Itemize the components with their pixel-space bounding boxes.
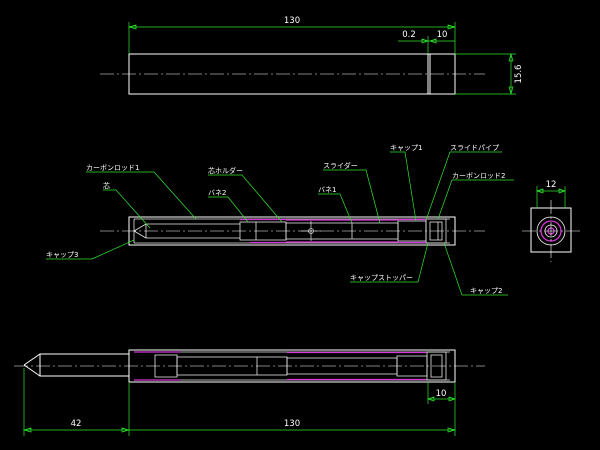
svg-text:バネ1: バネ1 [318,186,336,194]
bottom-view: 10 42 130 [14,349,485,436]
top-end-length-label: 10 [437,30,448,40]
svg-text:スライドパイプ: スライドパイプ [450,144,499,152]
label-cap-3: キャップ3 [46,239,135,260]
label-slide-pipe: スライドパイプ [425,144,502,221]
top-end-dimensions: 0.2 10 [398,30,455,54]
top-view: 130 0.2 10 15.6 [100,16,524,96]
bottom-end-dimension: 10 [426,382,457,404]
label-cap-1: キャップ1 [390,144,422,222]
svg-text:芯: 芯 [103,181,110,190]
label-spring-1: バネ1 [318,186,353,224]
svg-text:キャップ2: キャップ2 [470,287,502,295]
top-length-dimension: 130 [127,16,457,54]
end-view-diameter-dimension: 12 [535,180,567,208]
svg-text:バネ2: バネ2 [208,189,226,197]
top-diameter-dimension: 15.6 [455,52,524,96]
svg-text:スライダー: スライダー [323,161,358,170]
label-carbon-rod-1: カーボンロッド1 [86,164,197,220]
svg-text:カーボンロッド2: カーボンロッド2 [452,172,505,180]
label-spring-2: バネ2 [208,189,249,223]
bottom-length-label: 130 [284,419,300,429]
bottom-length-dimension: 130 [129,404,457,436]
svg-text:キャップ3: キャップ3 [46,251,78,259]
end-view: 12 [522,180,580,262]
bottom-view-lead-tip [23,353,129,377]
top-length-label: 130 [284,16,300,26]
label-lead-holder: 芯ホルダー [208,166,283,223]
svg-text:芯ホルダー: 芯ホルダー [208,166,243,175]
section-view [100,216,485,246]
svg-text:キャップ1: キャップ1 [390,144,422,152]
label-cap-stopper: キャップストッパー [350,242,429,283]
part-labels: カーボンロッド1 芯 芯ホルダー バネ2 バネ1 スライダー キャップ1 スラ [46,144,514,296]
end-view-diameter-label: 12 [546,180,557,190]
crosshair-icon [301,221,321,241]
label-lead: 芯 [103,181,151,229]
bottom-tip-length-label: 42 [71,419,82,429]
label-cap-2: キャップ2 [443,242,508,296]
label-carbon-rod-2: カーボンロッド2 [437,172,514,220]
label-slider: スライダー [323,161,381,224]
bottom-tip-dimension: 42 [22,368,131,436]
top-cap-width-label: 0.2 [402,30,416,40]
bottom-end-length-label: 10 [436,389,447,399]
svg-text:キャップストッパー: キャップストッパー [350,274,413,282]
top-diameter-label: 15.6 [514,65,524,84]
svg-text:カーボンロッド1: カーボンロッド1 [86,164,139,172]
